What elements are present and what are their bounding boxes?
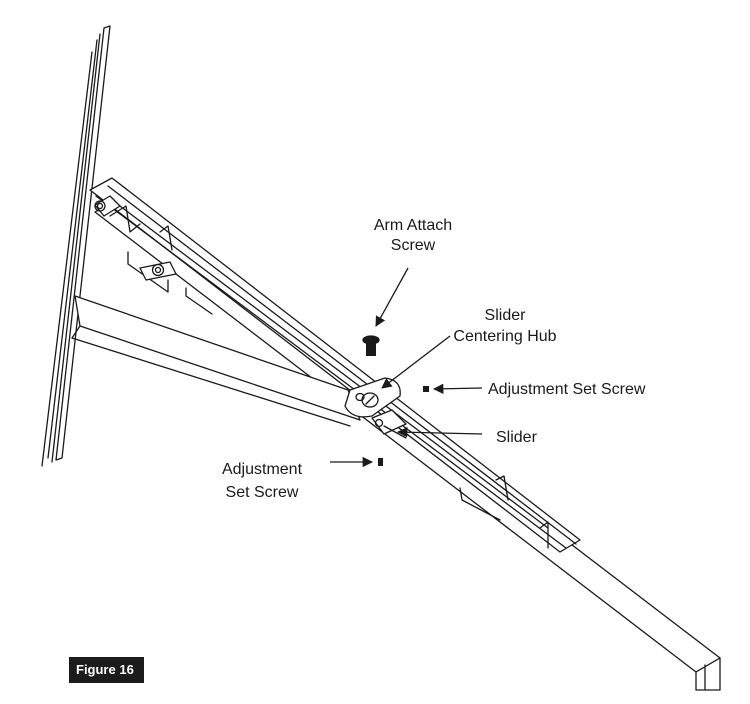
door-panel xyxy=(41,25,111,467)
adjustment-set-screw-left-label-line1: Adjustment xyxy=(222,461,303,478)
track-channel xyxy=(89,177,581,553)
slider-centering-hub-label-line1: Slider xyxy=(485,307,527,324)
set-screw-right-part xyxy=(423,386,429,392)
slider-arrow xyxy=(396,427,483,438)
arm xyxy=(71,295,361,427)
slider-centering-hub-label-line2: Centering Hub xyxy=(453,328,556,345)
frame-bar xyxy=(94,197,721,691)
slider-label: Slider xyxy=(496,429,538,446)
arm-attach-screw-part xyxy=(362,335,380,356)
arm-attach-screw-label-line1: Arm Attach xyxy=(374,217,452,234)
arm-attach-screw-label-line2: Screw xyxy=(391,237,436,254)
set-screw-left-part xyxy=(378,458,383,466)
bracket-end xyxy=(94,195,177,281)
adjustment-set-screw-left-label-line2: Set Screw xyxy=(226,484,299,501)
adjustment-set-screw-right-label: Adjustment Set Screw xyxy=(488,381,646,398)
arm-attach-screw-arrow xyxy=(375,267,409,327)
adjustment-set-screw-right-arrow xyxy=(432,383,483,395)
slider-centering-hub-arrow xyxy=(381,335,451,389)
figure-label: Figure 16 xyxy=(69,657,144,683)
